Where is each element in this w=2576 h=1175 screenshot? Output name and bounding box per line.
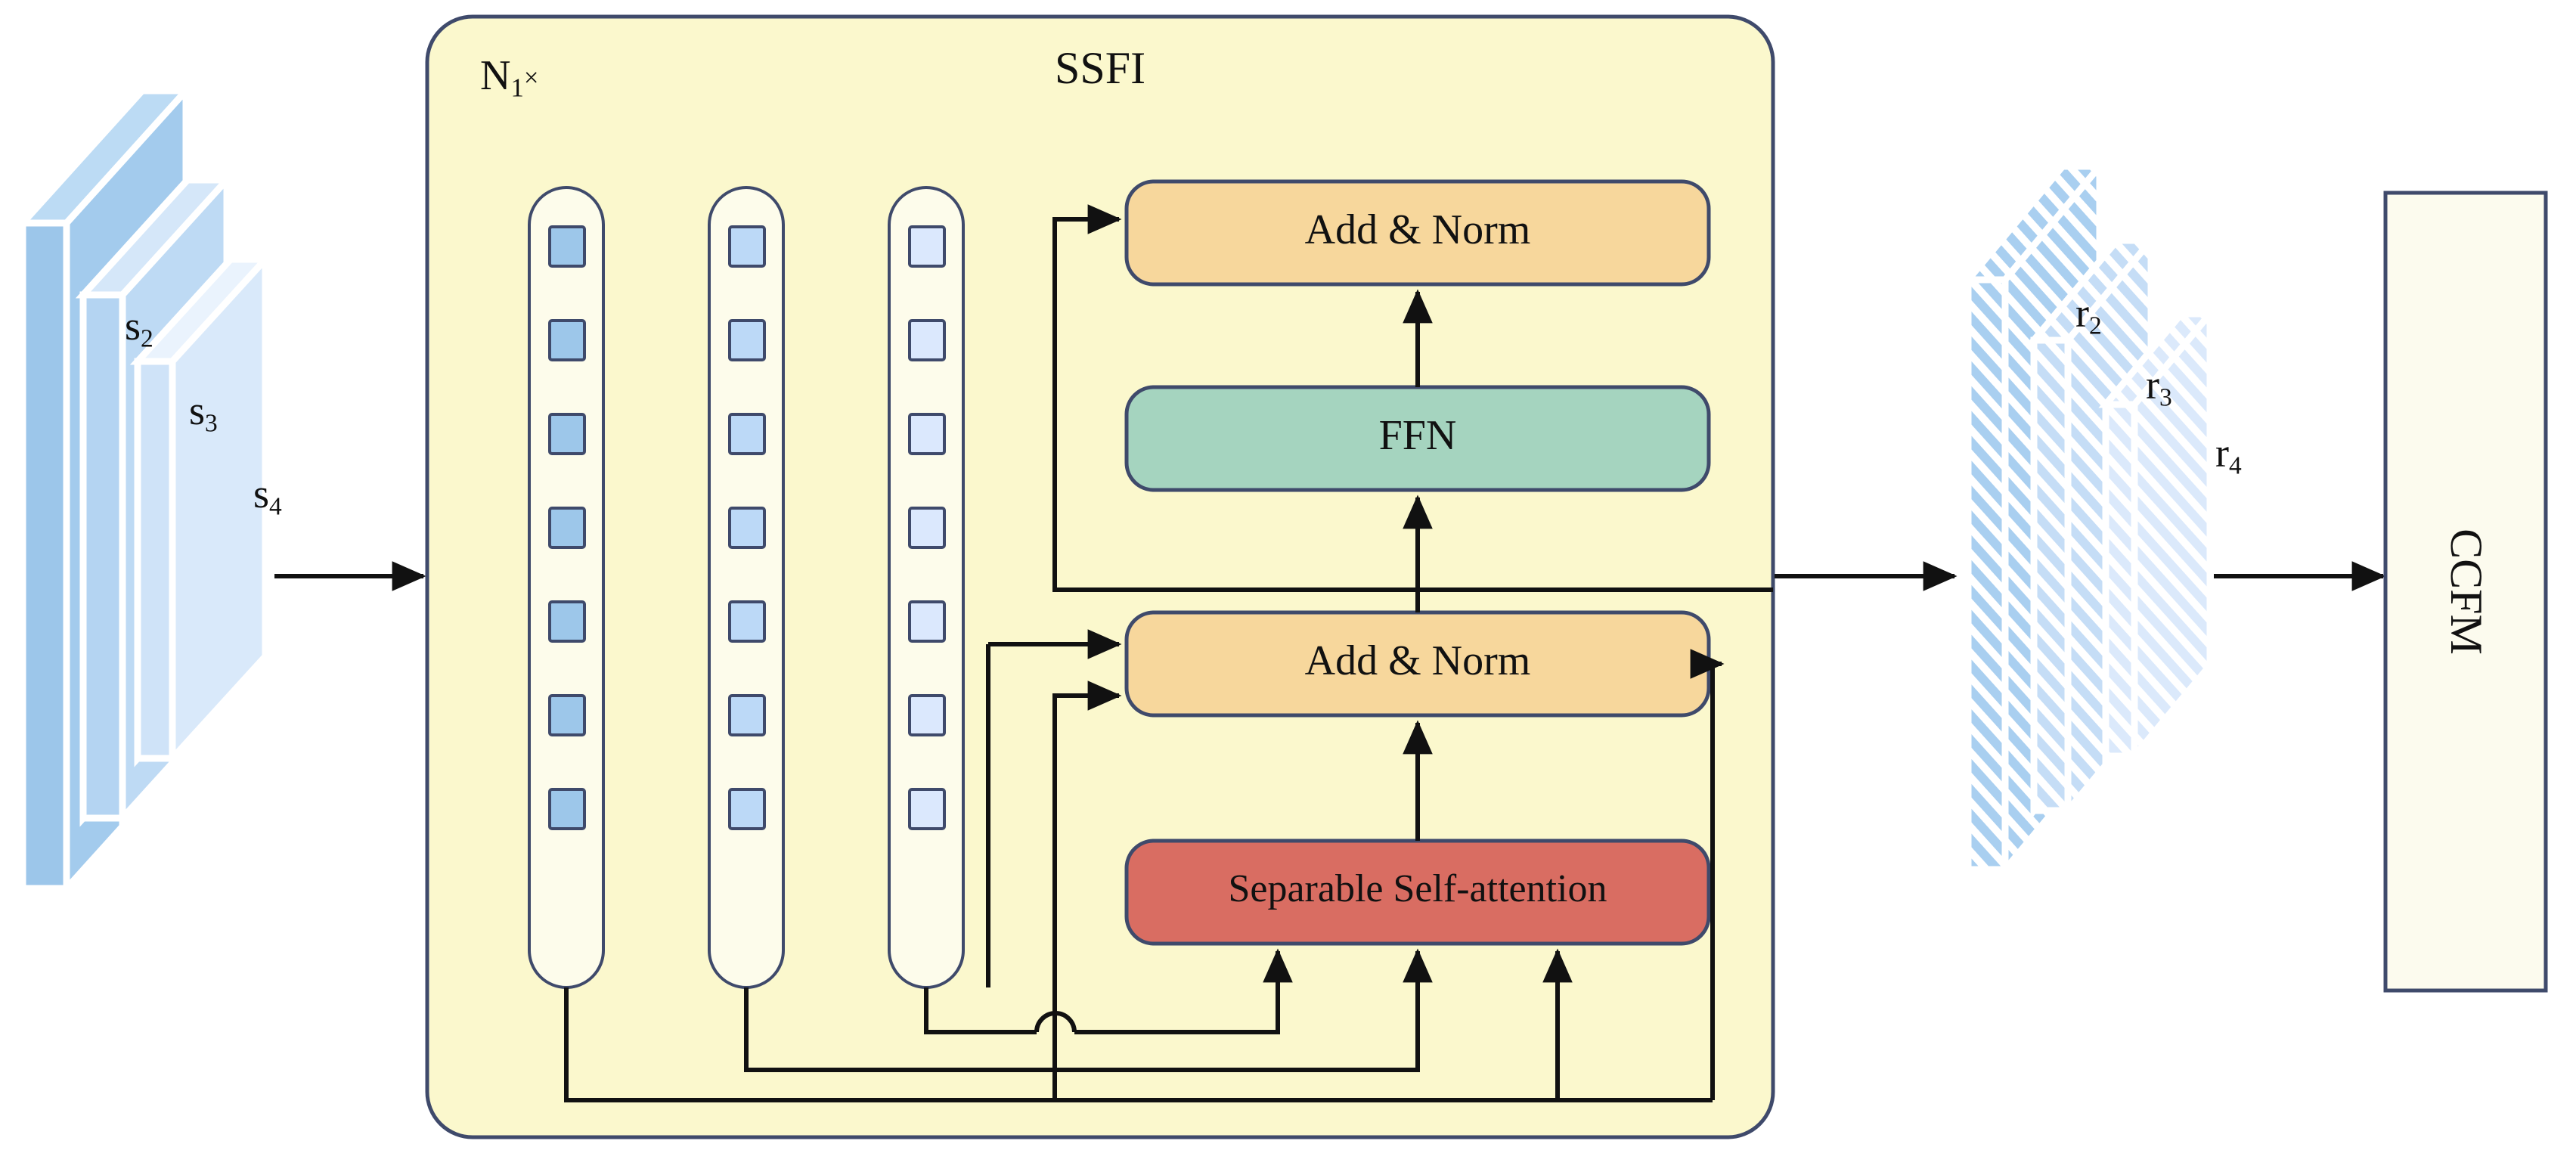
wire-right-residual-to-addnorm-bottom <box>1690 649 1725 1100</box>
input-feature-stack <box>14 82 274 898</box>
token-squares-s3 <box>728 225 766 830</box>
input-plane-label-s3: s3 <box>189 388 218 438</box>
output-feature-stack <box>1961 157 2218 879</box>
ffn-label: FFN <box>1378 412 1457 459</box>
output-plane-r4 <box>2098 304 2218 766</box>
ssfi-repeat-label: N1× <box>480 51 538 104</box>
wire-rail-to-addnorm-bottom <box>1052 681 1122 1100</box>
token-column-s2 <box>528 186 605 989</box>
wire-residual-to-addnorm-top <box>1052 204 1773 592</box>
wire-s4-to-attention-q-cont <box>1074 948 1293 1034</box>
output-plane-label-r2: r2 <box>2075 290 2102 340</box>
input-plane-label-s2: s2 <box>125 303 153 353</box>
output-plane-label-r4: r4 <box>2215 430 2242 480</box>
token-squares-s2 <box>548 225 586 830</box>
add-norm-top-label: Add & Norm <box>1304 206 1531 253</box>
token-squares-s4 <box>908 225 946 830</box>
page-title: SSFI <box>1055 43 1146 93</box>
token-column-s4 <box>888 186 965 989</box>
repeat-label-base: N <box>480 52 511 99</box>
wire-hop-arc <box>1034 1011 1077 1033</box>
ccfm-label: CCFM <box>2441 529 2491 655</box>
output-plane-label-r3: r3 <box>2146 362 2172 412</box>
wire-s3-to-attention-k <box>744 948 1433 1072</box>
repeat-label-sup: × <box>523 62 539 92</box>
wire-s2-to-attention-v <box>564 987 1713 1102</box>
add-norm-bottom-label: Add & Norm <box>1304 637 1531 684</box>
separable-self-attention-label: Separable Self-attention <box>1228 867 1607 910</box>
add-norm-top-block <box>1124 179 1711 287</box>
token-column-s3 <box>708 186 785 989</box>
wire-s4-to-attention-q <box>924 987 1037 1034</box>
repeat-label-sub: 1 <box>510 73 524 103</box>
input-plane-label-s4: s4 <box>253 471 282 521</box>
input-plane-s4 <box>129 250 274 767</box>
ccfm-block <box>2383 191 2548 993</box>
